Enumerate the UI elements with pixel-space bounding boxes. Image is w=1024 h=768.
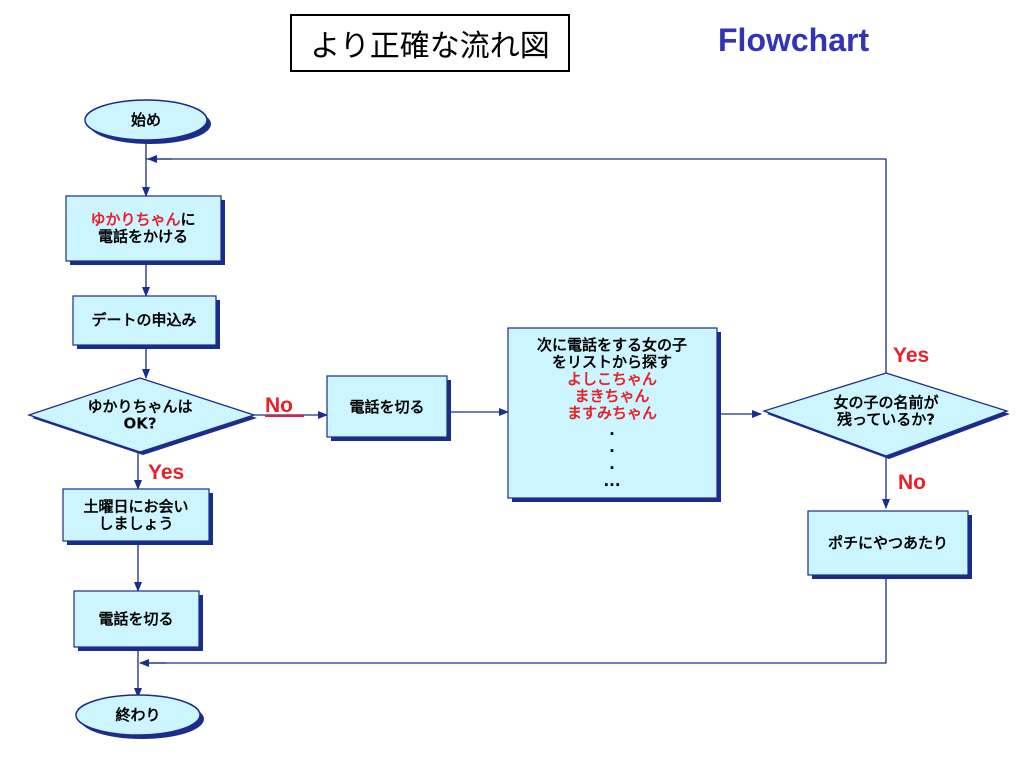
ok-no-label: No <box>265 394 293 417</box>
flowchart-subtitle: Flowchart <box>718 22 870 58</box>
ok-yes-label: Yes <box>148 461 184 484</box>
list-process: 次に電話をする女の子をリストから探すよしこちゃんまきちゃんますみちゃん.....… <box>507 327 721 502</box>
hangup-process-yes: 電話を切る <box>73 590 203 651</box>
start-line-0: 始め <box>131 111 161 129</box>
names-no-label: No <box>898 471 926 494</box>
decision_ok-line-1: OK? <box>123 415 156 433</box>
call-line-0: ゆかりちゃんに <box>90 211 195 229</box>
hangup_yes-line-0: 電話を切る <box>98 610 173 628</box>
list-line-0: 次に電話をする女の子 <box>537 336 687 354</box>
list-line-7: . <box>609 455 615 473</box>
hangup-no-label: 電話を切る <box>349 398 424 416</box>
call-label: ゆかりちゃんに電話をかける <box>90 211 195 246</box>
date-line-0: デートの申込み <box>91 311 196 329</box>
decision_names-line-1: 残っているか? <box>837 411 935 429</box>
end-label: 終わり <box>115 706 160 724</box>
list-label: 次に電話をする女の子をリストから探すよしこちゃんまきちゃんますみちゃん.....… <box>537 336 687 490</box>
decision_names-line-0: 女の子の名前が <box>833 394 939 412</box>
end-line-0: 終わり <box>115 706 160 724</box>
pochi-process: ポチにやつあたり <box>807 510 972 579</box>
start-label: 始め <box>131 111 161 129</box>
hangup-process-no: 電話を切る <box>326 375 451 441</box>
date-process: デートの申込み <box>72 295 220 349</box>
saturday-line-0: 土曜日にお会い <box>83 498 188 516</box>
call-line-1: 電話をかける <box>98 228 188 246</box>
loop-back-line <box>146 158 887 384</box>
list-line-8: ... <box>603 472 620 490</box>
date-label: デートの申込み <box>91 311 196 329</box>
pochi-line-0: ポチにやつあたり <box>828 534 948 552</box>
call-process: ゆかりちゃんに電話をかける <box>65 195 225 265</box>
decision-names-label: 女の子の名前が残っているか? <box>833 394 939 429</box>
list-line-5: . <box>609 421 615 439</box>
decision_ok-line-0: ゆかりちゃんは <box>87 398 192 416</box>
list-line-3: まきちゃん <box>574 387 649 405</box>
page-title: より正確な流れ図 <box>290 14 570 72</box>
names-yes-label: Yes <box>893 344 929 367</box>
saturday-line-1: しましょう <box>98 515 173 533</box>
list-line-6: . <box>609 438 615 456</box>
return-line <box>140 578 887 664</box>
list-line-2: よしこちゃん <box>567 370 657 388</box>
saturday-process: 土曜日にお会いしましょう <box>62 488 213 545</box>
saturday-label: 土曜日にお会いしましょう <box>83 498 188 533</box>
hangup_no-line-0: 電話を切る <box>349 398 424 416</box>
list-line-1: をリストから探す <box>552 353 672 371</box>
pochi-label: ポチにやつあたり <box>828 534 948 552</box>
connector-lines <box>134 143 890 698</box>
decision-names: 女の子の名前が残っているか? <box>761 372 1010 459</box>
end-terminal: 終わり <box>75 694 204 739</box>
list-line-4: ますみちゃん <box>567 404 657 422</box>
start-terminal: 始め <box>84 99 211 144</box>
hangup-yes-label: 電話を切る <box>98 610 173 628</box>
